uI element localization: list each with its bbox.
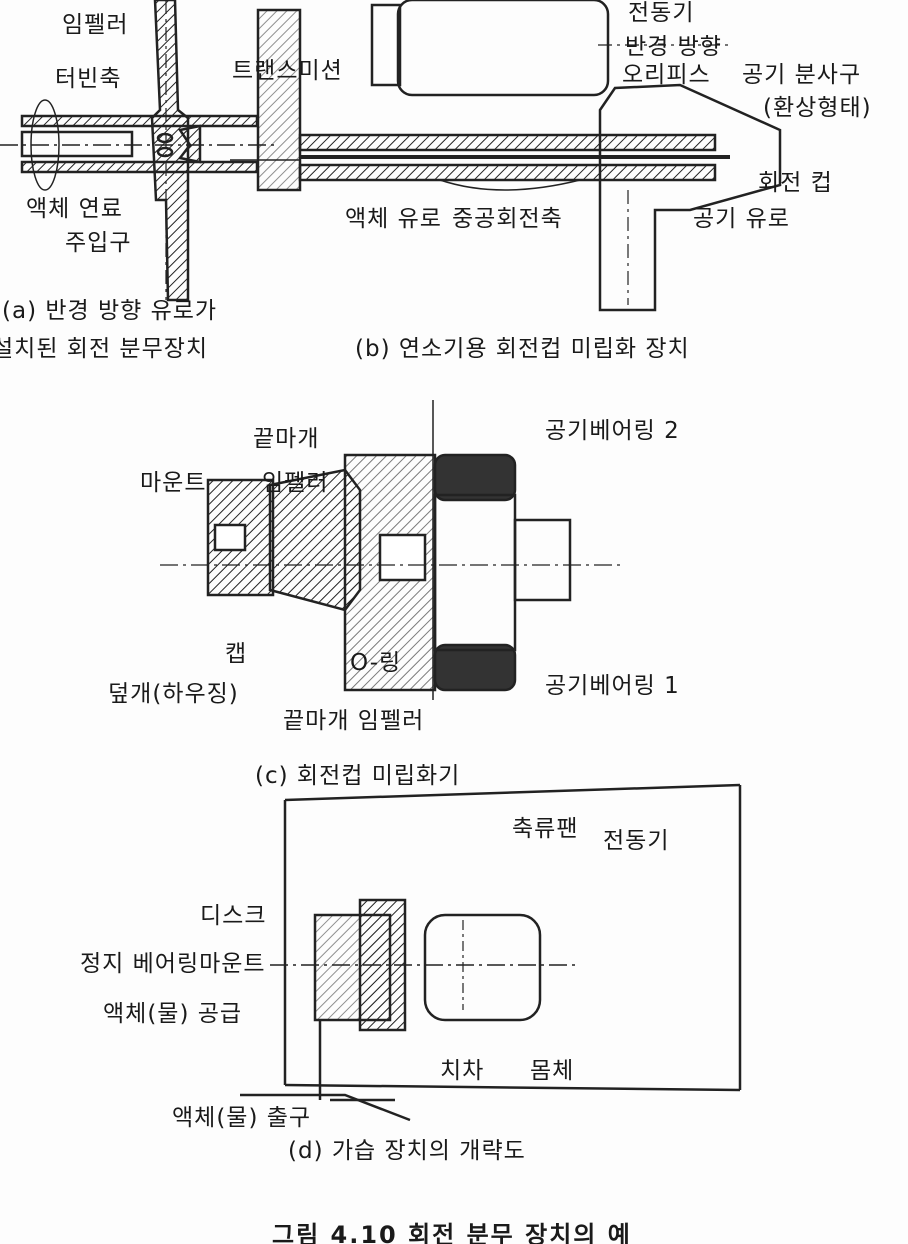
label-body: 몸체 xyxy=(530,1058,575,1084)
figure-caption: 그림 4.10 회전 분무 장치의 예 xyxy=(272,1221,632,1244)
label-orifice: 오리피스 xyxy=(622,62,711,88)
caption-a-line2: 설치된 회전 분무장치 xyxy=(0,336,209,362)
label-liquid-fuel: 액체 연료 xyxy=(26,196,123,222)
caption-a-line1: (a) 반경 방향 유로가 xyxy=(2,298,218,324)
label-radial: 반경 방향 xyxy=(625,34,722,60)
label-air-nozzle: 공기 분사구 xyxy=(742,62,862,88)
panel-a-drawing xyxy=(0,0,275,302)
label-disk: 디스크 xyxy=(200,903,267,929)
label-cap: 캡 xyxy=(225,641,248,667)
panel-c-drawing xyxy=(160,400,620,700)
label-air-bearing-2: 공기베어링 2 xyxy=(545,418,680,444)
label-mount: 마운트 xyxy=(140,470,207,496)
label-air-bearing-1: 공기베어링 1 xyxy=(545,673,680,699)
label-liquid-path: 액체 유로 xyxy=(345,206,442,232)
caption-c: (c) 회전컵 미립화기 xyxy=(255,763,461,789)
label-motor-b: 전동기 xyxy=(628,0,695,26)
label-rotating-cup: 회전 컵 xyxy=(758,170,833,196)
label-turbine-shaft: 터빈축 xyxy=(55,66,122,92)
label-axial-fan: 축류팬 xyxy=(512,816,579,842)
label-hollow-shaft: 중공회전축 xyxy=(452,206,563,232)
caption-b: (b) 연소기용 회전컵 미립화 장치 xyxy=(355,336,690,362)
label-gear: 치차 xyxy=(440,1058,485,1084)
label-water-outlet: 액체(물) 출구 xyxy=(172,1105,312,1131)
label-transmission: 트랜스미션 xyxy=(232,58,343,84)
label-inlet: 주입구 xyxy=(65,230,132,256)
label-bearing-mount: 정지 베어링마운트 xyxy=(80,951,266,977)
caption-d: (d) 가습 장치의 개략도 xyxy=(288,1138,526,1164)
panel-b-drawing xyxy=(230,0,782,312)
panel-d-drawing xyxy=(240,783,742,1122)
label-air-path: 공기 유로 xyxy=(693,206,790,232)
label-end-cap-top: 끝마개 xyxy=(253,426,320,452)
label-housing: 덮개(하우징) xyxy=(108,681,239,707)
label-o-ring: O-링 xyxy=(350,650,402,676)
label-annular: (환상형태) xyxy=(763,95,872,121)
label-water-supply: 액체(물) 공급 xyxy=(103,1001,243,1027)
label-end-cap-impeller: 끝마개 임펠러 xyxy=(283,708,425,734)
label-motor-d: 전동기 xyxy=(603,828,670,854)
label-impeller: 임펠러 xyxy=(62,12,129,38)
label-impeller-top: 임펠러 xyxy=(262,470,329,496)
